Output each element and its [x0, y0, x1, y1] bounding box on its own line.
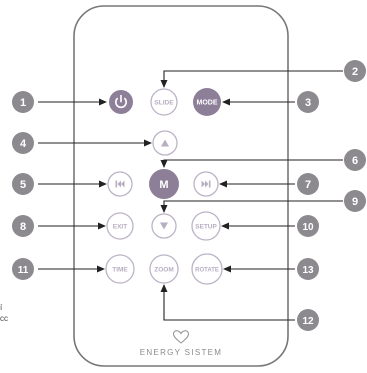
svg-text:2: 2	[352, 66, 358, 78]
callout-badges: 1 2 3 4 5 6 7 8 9 10 11 12 13	[12, 60, 366, 331]
down-button[interactable]	[151, 213, 177, 239]
rotate-button[interactable]: ROTATE	[191, 253, 223, 285]
next-button[interactable]	[193, 171, 219, 197]
triangle-up-icon	[161, 139, 169, 147]
up-button[interactable]	[152, 130, 178, 156]
callout-9: 9	[344, 190, 366, 212]
prev-button[interactable]	[107, 171, 133, 197]
zoom-label: ZOOM	[154, 267, 174, 274]
setup-button[interactable]: SETUP	[191, 211, 221, 241]
rotate-label: ROTATE	[195, 268, 219, 274]
skip-previous-icon	[115, 180, 125, 188]
arrow-2	[160, 70, 343, 88]
time-label: TIME	[112, 267, 128, 274]
callout-4: 4	[12, 132, 34, 154]
arrow-12	[160, 284, 295, 321]
power-icon	[115, 94, 127, 109]
svg-text:4: 4	[20, 138, 27, 150]
callout-5: 5	[12, 173, 34, 195]
side-text-1: í	[0, 303, 3, 312]
callout-1: 1	[12, 91, 34, 113]
arrow-6	[160, 159, 343, 168]
svg-text:6: 6	[352, 155, 358, 167]
arrow-9	[160, 200, 343, 213]
callout-13: 13	[297, 258, 319, 280]
exit-button[interactable]: EXIT	[106, 212, 134, 240]
triangle-down-icon	[160, 222, 168, 230]
mode-label: MODE	[197, 100, 218, 107]
callout-2: 2	[344, 60, 366, 82]
slide-button[interactable]: SLIDE	[150, 88, 178, 116]
callout-8: 8	[12, 215, 34, 237]
svg-text:12: 12	[302, 316, 314, 327]
slide-label: SLIDE	[154, 100, 174, 107]
skip-next-icon	[201, 180, 211, 188]
brand-text: ENERGY SISTEM	[140, 348, 223, 357]
exit-label: EXIT	[113, 224, 127, 231]
brand-logo: ENERGY SISTEM	[140, 330, 223, 357]
side-text-2: cc	[0, 314, 8, 323]
svg-text:8: 8	[20, 221, 26, 233]
power-button[interactable]	[109, 90, 133, 114]
callout-10: 10	[297, 215, 319, 237]
callout-11: 11	[12, 258, 34, 280]
callout-3: 3	[297, 91, 319, 113]
callout-12: 12	[297, 309, 319, 331]
svg-text:7: 7	[305, 179, 311, 191]
svg-text:13: 13	[302, 265, 314, 276]
mode-button[interactable]: MODE	[193, 88, 221, 116]
heart-logo-icon	[172, 330, 190, 344]
callout-6: 6	[344, 149, 366, 171]
menu-label: M	[159, 179, 168, 191]
svg-text:1: 1	[20, 97, 26, 109]
setup-label: SETUP	[195, 224, 217, 231]
zoom-button[interactable]: ZOOM	[149, 254, 179, 284]
callout-arrows	[38, 70, 343, 321]
svg-text:5: 5	[20, 179, 26, 191]
remote-body	[73, 5, 289, 367]
callout-7: 7	[297, 173, 319, 195]
svg-text:9: 9	[352, 196, 358, 208]
svg-text:10: 10	[302, 222, 314, 233]
svg-text:3: 3	[305, 97, 311, 109]
time-button[interactable]: TIME	[105, 254, 135, 284]
menu-button[interactable]: M	[149, 169, 179, 199]
svg-text:11: 11	[18, 265, 29, 276]
